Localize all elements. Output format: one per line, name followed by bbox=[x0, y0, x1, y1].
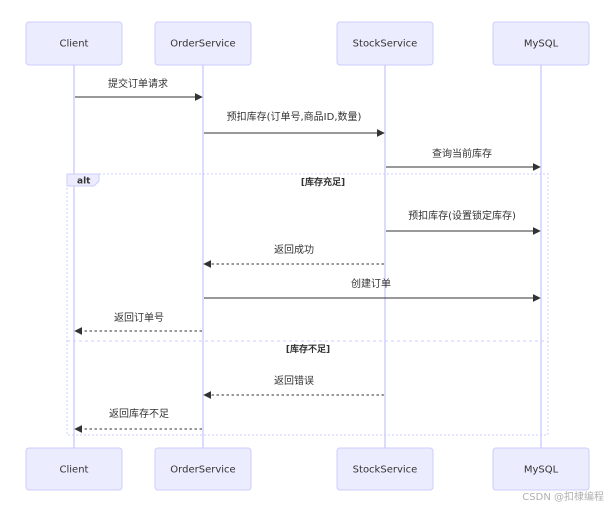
actor-orderservice-top: OrderService bbox=[154, 21, 252, 66]
message-lock-stock: 预扣库存(设置锁定库存) bbox=[386, 209, 541, 235]
message-label: 返回库存不足 bbox=[109, 407, 169, 420]
message-label: 提交订单请求 bbox=[108, 77, 168, 90]
message-create-order: 创建订单 bbox=[204, 277, 541, 302]
message-reserve-stock: 预扣库存(订单号,商品ID,数量) bbox=[204, 110, 385, 137]
message-return-error: 返回错误 bbox=[203, 374, 384, 399]
message-query-stock: 查询当前库存 bbox=[386, 147, 541, 171]
message-label: 查询当前库存 bbox=[432, 147, 492, 160]
message-return-success: 返回成功 bbox=[203, 244, 384, 268]
actor-label: MySQL bbox=[524, 39, 559, 50]
actor-label: Client bbox=[60, 39, 89, 50]
alt-condition-insufficient: [库存不足] bbox=[286, 343, 330, 355]
actor-label: StockService bbox=[353, 39, 418, 50]
actor-client-bottom: Client bbox=[25, 447, 123, 491]
message-label: 预扣库存(设置锁定库存) bbox=[408, 209, 516, 222]
message-label: 返回成功 bbox=[274, 244, 314, 256]
actor-label: Client bbox=[60, 465, 89, 476]
actor-stockservice-top: StockService bbox=[336, 21, 434, 66]
actor-client-top: Client bbox=[25, 21, 123, 66]
message-label: 返回订单号 bbox=[114, 312, 164, 324]
actor-orderservice-bottom: OrderService bbox=[154, 447, 252, 491]
actor-stockservice-bottom: StockService bbox=[336, 447, 434, 491]
message-submit-order: 提交订单请求 bbox=[75, 77, 203, 101]
actor-label: OrderService bbox=[170, 465, 235, 476]
actor-mysql-bottom: MySQL bbox=[492, 447, 590, 491]
watermark: CSDN @扣棣编程 bbox=[522, 492, 604, 503]
message-return-order-id: 返回订单号 bbox=[74, 312, 202, 335]
alt-label-tab bbox=[66, 173, 100, 187]
actor-mysql-top: MySQL bbox=[492, 21, 590, 66]
message-return-insufficient: 返回库存不足 bbox=[74, 407, 202, 433]
actor-label: MySQL bbox=[524, 465, 559, 476]
actor-label: OrderService bbox=[170, 39, 235, 50]
alt-frame bbox=[66, 173, 549, 436]
message-label: 预扣库存(订单号,商品ID,数量) bbox=[227, 110, 362, 123]
alt-label: alt bbox=[77, 177, 91, 187]
message-label: 创建订单 bbox=[351, 277, 391, 290]
message-label: 返回错误 bbox=[274, 374, 314, 387]
actor-label: StockService bbox=[353, 465, 418, 476]
alt-condition-sufficient: [库存充足] bbox=[301, 176, 345, 188]
